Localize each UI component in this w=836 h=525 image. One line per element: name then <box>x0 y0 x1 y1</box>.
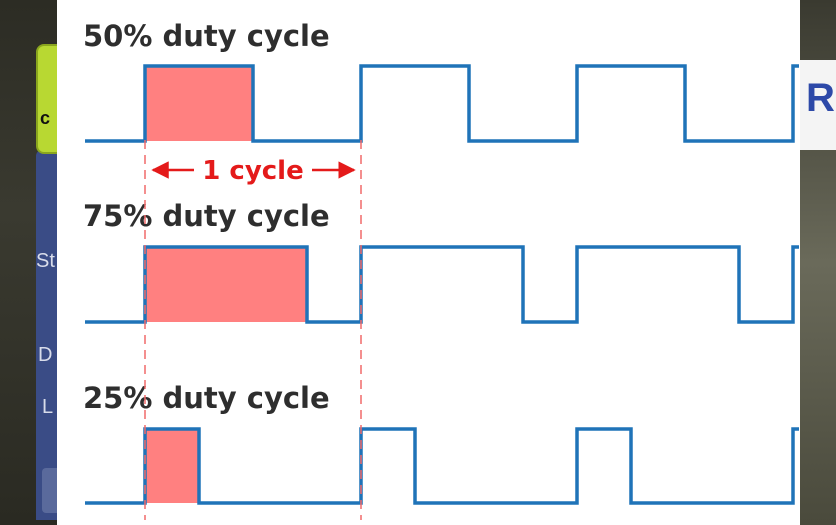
square-wave-signal <box>85 64 799 143</box>
background-logo-area <box>800 60 836 150</box>
waveform-title: 25% duty cycle <box>83 381 330 415</box>
highlighted-high-phase <box>145 429 199 503</box>
highlighted-high-phase <box>145 247 307 322</box>
cycle-length-label: 1 cycle <box>202 156 303 186</box>
background-logo-fragment: R <box>806 76 835 120</box>
background-button-label: c <box>40 108 51 128</box>
highlighted-high-phase <box>145 66 253 141</box>
square-wave-signal <box>85 427 799 505</box>
waveform-title: 75% duty cycle <box>83 199 330 233</box>
duty-cycle-slide: 50% duty cycle 75% duty cycle 25% duty c… <box>57 0 800 525</box>
waveform-title: 50% duty cycle <box>83 19 330 53</box>
duty-cycle-diagram: 50% duty cycle 75% duty cycle 25% duty c… <box>83 19 799 520</box>
background-label-fragment: D <box>38 344 53 366</box>
background-label-fragment: St <box>36 250 55 272</box>
background-label-fragment: L <box>42 396 54 418</box>
square-wave-signal <box>85 245 799 324</box>
